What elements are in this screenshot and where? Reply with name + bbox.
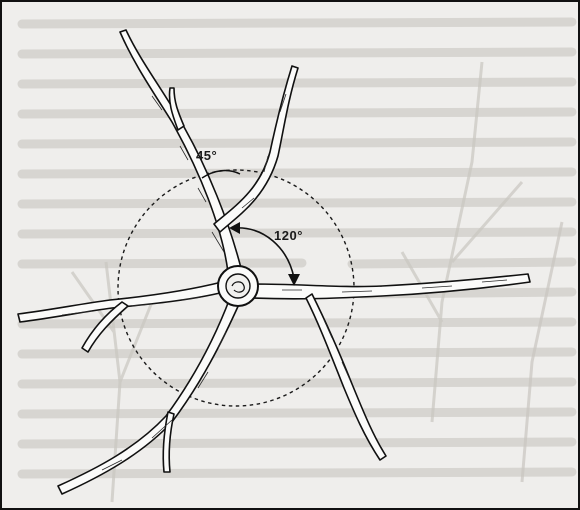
angle-label-120: 120° [274, 228, 303, 243]
background-text-lines [22, 22, 572, 474]
center-stump [218, 266, 258, 306]
angle-label-45: 45° [196, 148, 217, 163]
